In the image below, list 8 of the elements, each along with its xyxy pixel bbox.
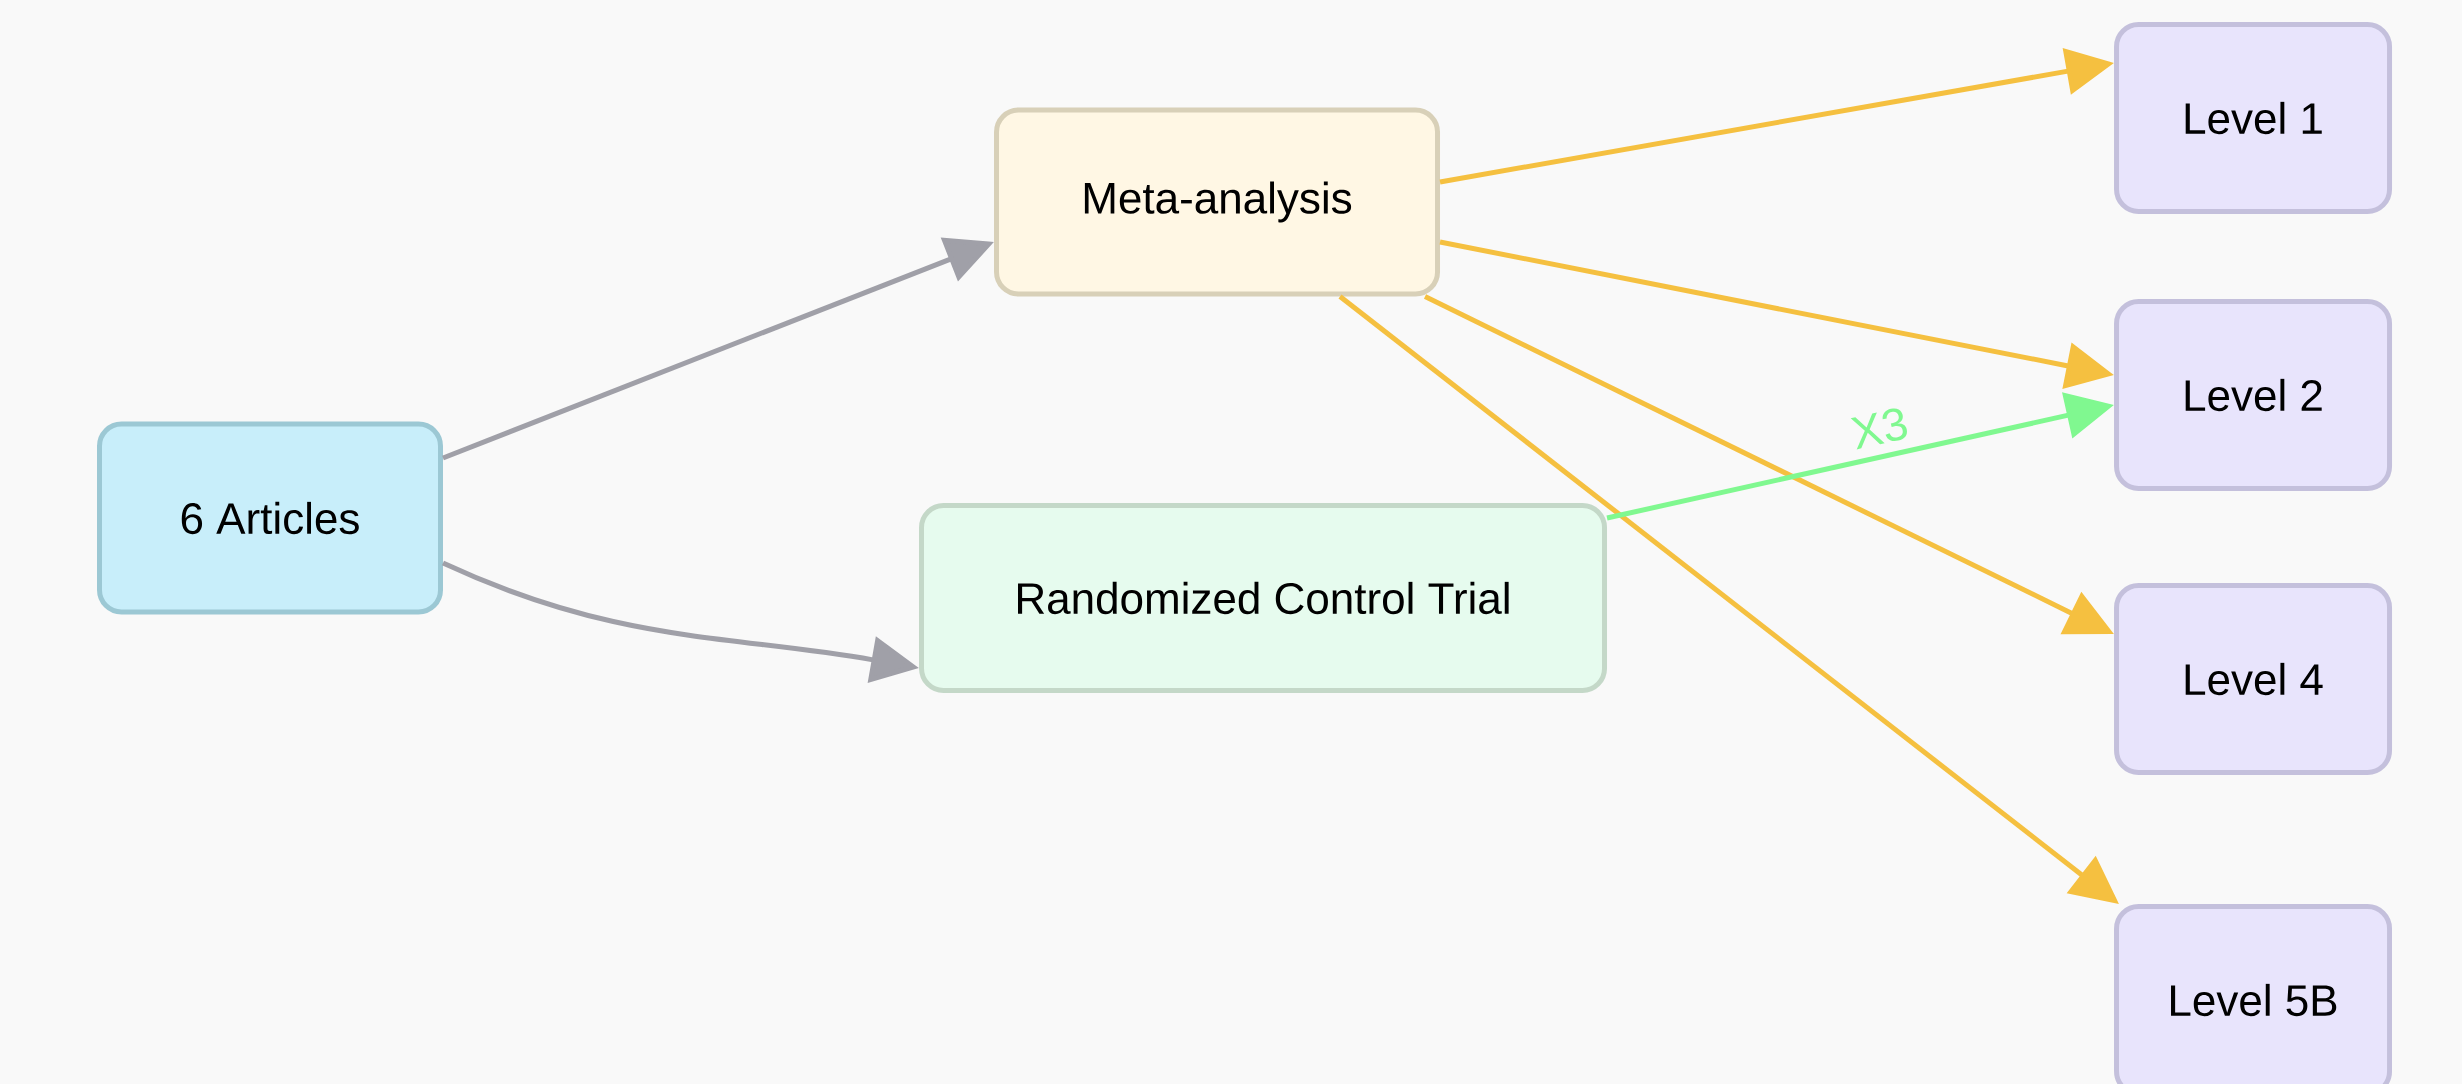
edge-label: X3 bbox=[1846, 403, 1914, 453]
process-box: Randomized Control Trial bbox=[919, 503, 1607, 693]
process-box: Meta-analysis bbox=[994, 107, 1440, 297]
process-box: 6 Articles bbox=[97, 421, 443, 615]
process-box: Level 2 bbox=[2114, 299, 2393, 491]
process-box: Level 4 bbox=[2114, 583, 2393, 775]
process-box: Level 1 bbox=[2114, 22, 2393, 214]
process-box: Level 5B bbox=[2114, 904, 2393, 1084]
